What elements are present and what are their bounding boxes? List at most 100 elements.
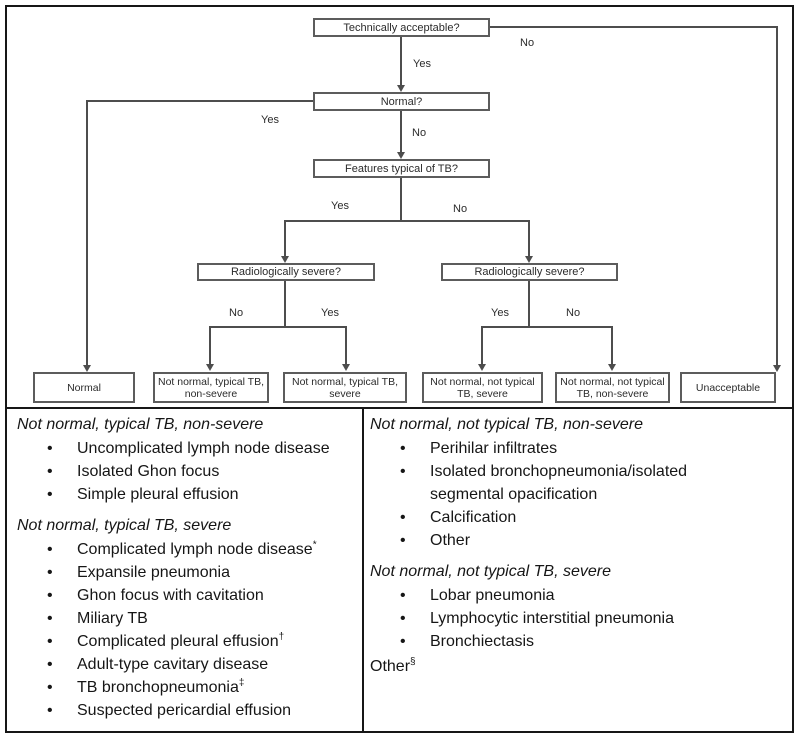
- item-text: Lobar pneumonia: [430, 587, 555, 604]
- edge-label-yes: Yes: [491, 307, 509, 319]
- bullet-icon: •: [400, 532, 406, 549]
- list-item: • Bronchiectasis: [370, 630, 708, 653]
- list-item-text: Lymphocytic interstitial pneumonia: [430, 607, 702, 630]
- list-item-text: Expansile pneumonia: [77, 561, 349, 584]
- arrowhead-down-icon: [525, 256, 533, 263]
- edge-radright-no-vline: [611, 326, 613, 365]
- edge-normal-yes-vline: [86, 100, 88, 365]
- outcome-typical-nonsevere: Not normal, typical TB, non-severe: [153, 372, 269, 403]
- edge-radleft-no-vline: [209, 326, 211, 365]
- list-item: •Ghon focus with cavitation: [17, 584, 355, 607]
- bullet-icon: •: [47, 486, 53, 503]
- edge-label-no: No: [453, 203, 468, 215]
- bullet-icon: •: [400, 440, 406, 457]
- edge-ta-no-vline: [776, 26, 778, 365]
- arrowhead-down-icon: [342, 364, 350, 371]
- outcome-typical-severe: Not normal, typical TB, severe: [283, 372, 407, 403]
- list-item-text: Suspected pericardial effusion: [77, 699, 349, 722]
- list-item: •TB bronchopneumonia‡: [17, 676, 355, 699]
- arrowhead-down-icon: [281, 256, 289, 263]
- item-superscript: †: [278, 631, 285, 643]
- list-item-text: Miliary TB: [77, 607, 349, 630]
- arrowhead-down-icon: [608, 364, 616, 371]
- edge-label-no: No: [566, 307, 581, 319]
- list-item-text: Complicated lymph node disease*: [77, 538, 349, 561]
- outcome-unacceptable: Unacceptable: [680, 372, 776, 403]
- item-text: Other: [370, 658, 411, 675]
- item-text: Miliary TB: [77, 610, 148, 627]
- legend-footnote: Other§: [370, 655, 708, 678]
- item-superscript: ‡: [238, 677, 245, 689]
- arrowhead-down-icon: [773, 365, 781, 372]
- edge-label-yes: Yes: [331, 200, 349, 212]
- arrowhead-down-icon: [397, 152, 405, 159]
- bullet-icon: •: [47, 702, 53, 719]
- edge-radleft-stem-line: [284, 281, 286, 328]
- outcome-normal: Normal: [33, 372, 135, 403]
- edge-features-yes-vline: [284, 220, 286, 257]
- item-text: Suspected pericardial effusion: [77, 702, 292, 719]
- list-item-text: Complicated pleural effusion†: [77, 630, 349, 653]
- node-technically-acceptable: Technically acceptable?: [313, 18, 490, 37]
- bullet-icon: •: [400, 463, 406, 480]
- list-item-text: Lobar pneumonia: [430, 584, 702, 607]
- arrowhead-down-icon: [83, 365, 91, 372]
- list-item: •Isolated bronchopneumonia/isolated segm…: [370, 460, 708, 506]
- list-item-text: Adult-type cavitary disease: [77, 653, 349, 676]
- legend-right-column: Not normal, not typical TB, non-severe •…: [370, 413, 708, 678]
- list-item-text: Simple pleural effusion: [77, 483, 349, 506]
- list-item-text: Uncomplicated lymph node disease: [77, 437, 349, 460]
- item-text: Calcification: [430, 509, 517, 526]
- item-text: Perihilar infiltrates: [430, 440, 558, 457]
- list-item: •Adult-type cavitary disease: [17, 653, 355, 676]
- edge-label-no: No: [520, 37, 535, 49]
- bullet-icon: •: [47, 440, 53, 457]
- arrowhead-down-icon: [478, 364, 486, 371]
- arrowhead-down-icon: [397, 85, 405, 92]
- item-text: Isolated Ghon focus: [77, 463, 220, 480]
- item-text: Bronchiectasis: [430, 633, 535, 650]
- list-item: • Miliary TB: [17, 607, 355, 630]
- edge-radright-split-hline: [481, 326, 613, 328]
- list-item: • Isolated Ghon focus: [17, 460, 355, 483]
- legend-section: Not normal, typical TB, severe •Complica…: [17, 514, 355, 722]
- item-text: Adult-type cavitary disease: [77, 656, 269, 673]
- list-item-text: Perihilar infiltrates: [430, 437, 702, 460]
- bullet-icon: •: [47, 610, 53, 627]
- edge-label-yes: Yes: [413, 58, 431, 70]
- list-item-text: Isolated Ghon focus: [77, 460, 349, 483]
- legend-section: Not normal, not typical TB, non-severe •…: [370, 413, 708, 552]
- edge-radright-stem-line: [528, 281, 530, 328]
- bullet-icon: •: [400, 633, 406, 650]
- item-text: Simple pleural effusion: [77, 486, 239, 503]
- list-item: • Suspected pericardial effusion: [17, 699, 355, 722]
- edge-label-yes: Yes: [321, 307, 339, 319]
- edge-radleft-split-hline: [209, 326, 347, 328]
- item-text: Uncomplicated lymph node disease: [77, 440, 330, 457]
- node-features-typical-tb: Features typical of TB?: [313, 159, 490, 178]
- list-item: • Simple pleural effusion: [17, 483, 355, 506]
- edge-label-yes: Yes: [261, 114, 279, 126]
- panel-column-divider: [362, 407, 364, 733]
- node-radiologically-severe-left: Radiologically severe?: [197, 263, 375, 281]
- edge-normal-yes-hline: [86, 100, 313, 102]
- edge-ta-no-hline: [488, 26, 778, 28]
- list-item-text: Calcification: [430, 506, 702, 529]
- list-item: •Other: [370, 529, 708, 552]
- legend-section-title: Not normal, not typical TB, non-severe: [370, 416, 644, 433]
- legend-section: Not normal, typical TB, non-severe •Unco…: [17, 413, 355, 506]
- bullet-icon: •: [47, 463, 53, 480]
- list-item-text: TB bronchopneumonia‡: [77, 676, 349, 699]
- edge-features-no-vline: [528, 220, 530, 257]
- arrowhead-down-icon: [206, 364, 214, 371]
- legend-section: Not normal, not typical TB, severe •Loba…: [370, 560, 708, 653]
- list-item: •Lobar pneumonia: [370, 584, 708, 607]
- edge-label-no: No: [412, 127, 427, 139]
- item-text: Ghon focus with cavitation: [77, 587, 264, 604]
- edge-ta-yes-line: [400, 37, 402, 86]
- item-text: Lymphocytic interstitial pneumonia: [430, 610, 674, 627]
- item-superscript: *: [312, 539, 317, 551]
- item-text: Complicated lymph node disease: [77, 541, 313, 558]
- bullet-icon: •: [47, 564, 53, 581]
- item-text: TB bronchopneumonia: [77, 679, 239, 696]
